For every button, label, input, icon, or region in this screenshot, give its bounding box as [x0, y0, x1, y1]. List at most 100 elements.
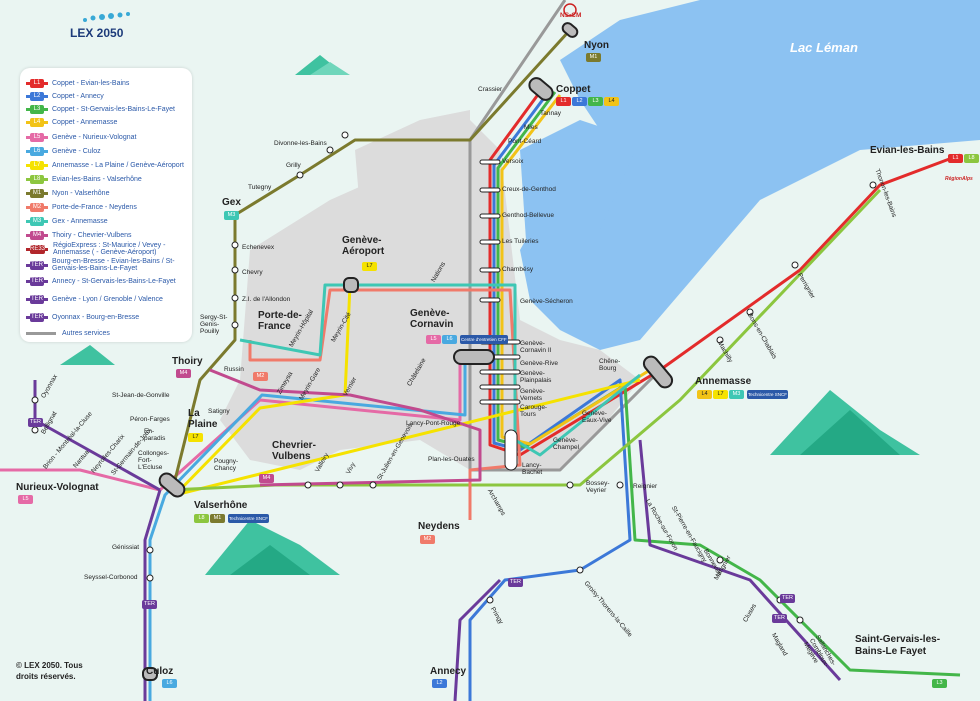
- line-badge: M1: [586, 53, 601, 62]
- line-L8: [169, 188, 882, 492]
- line-L6: [148, 350, 467, 701]
- line-badge: M4: [176, 369, 191, 378]
- depot-badge: Centre d'entretien CFF: [460, 335, 508, 344]
- line-badge: L1: [948, 154, 963, 163]
- station-label: Seyssel-Corbonod: [84, 574, 138, 581]
- station-label: Pont-Céard: [508, 138, 542, 145]
- station-label: Satigny: [208, 408, 230, 415]
- line-badge: L6: [442, 335, 457, 344]
- station-label: Versoix: [502, 158, 524, 165]
- legend-line-badge: L5: [30, 132, 44, 142]
- legend-item-label: Annemasse - La Plaine / Genève-Aéroport: [52, 161, 184, 169]
- city-label: Valserhône: [194, 500, 248, 511]
- legend-item-label: RégioExpress : St-Maurice / Vevey - Anne…: [53, 242, 166, 256]
- line-badge: L2: [432, 679, 447, 688]
- line-M2: [248, 288, 522, 520]
- city-label: Evian-les-Bains: [870, 145, 945, 156]
- brand-name: LEX 2050: [70, 26, 124, 40]
- legend-item-label: Coppet - Annemasse: [52, 118, 118, 126]
- mountain-icon: [60, 345, 115, 365]
- legend-item-label: Porte-de-France - Neydens: [52, 203, 137, 211]
- station-label: Lancy-Bachet: [522, 462, 543, 476]
- line-badge: M4: [259, 474, 274, 483]
- station-label: Creux-de-Genthod: [502, 186, 556, 193]
- lake-name: Lac Léman: [790, 40, 858, 55]
- mountain-icon: [770, 390, 920, 455]
- legend-item: Autres services: [26, 326, 110, 340]
- station-label: Génissiat: [112, 544, 140, 551]
- legend-line-badge: RE33: [30, 244, 46, 254]
- line-badge: L5: [426, 335, 441, 344]
- line-badge: L7: [713, 390, 728, 399]
- mountain-icon: [295, 55, 350, 75]
- line-badge: L5: [18, 495, 33, 504]
- line-L4: [500, 94, 651, 446]
- station-label: Chambésy: [502, 266, 534, 273]
- line-L3: [496, 91, 961, 677]
- line-badge: L7: [362, 262, 377, 271]
- city-label: Genève-Aéroport: [342, 235, 385, 257]
- legend-line-badge: M1: [30, 188, 44, 198]
- line-badge: L8: [964, 154, 979, 163]
- ter-badge: TER: [772, 614, 787, 623]
- line-badge: M3: [224, 211, 239, 220]
- legend-line-swatch: [26, 331, 56, 335]
- legend-line-badge: L8: [30, 174, 44, 184]
- hub-markers: [142, 22, 674, 681]
- line-badge: M2: [253, 372, 268, 381]
- legend-item-label: Thoiry - Chevrier-Vulbens: [52, 231, 132, 239]
- line-M3: [239, 283, 641, 457]
- ter-badge: TER: [508, 578, 523, 587]
- city-label: Culoz: [146, 666, 174, 677]
- line-badge: L6: [162, 679, 177, 688]
- city-label: Saint-Gervais-les-Bains-Le Fayet: [855, 634, 941, 657]
- line-L1: [488, 84, 961, 457]
- station-label: Péron-Farges: [130, 416, 170, 423]
- city-label: Porte-de-France: [258, 310, 302, 332]
- legend-item: M2 Porte-de-France - Neydens: [26, 200, 137, 214]
- line-badge: L3: [588, 97, 603, 106]
- station-label: Grilly: [286, 162, 301, 169]
- station-label: Chevry: [242, 269, 263, 276]
- line-badge: M1: [210, 514, 225, 523]
- line-badge: L3: [932, 679, 947, 688]
- city-label: Annecy: [430, 666, 467, 677]
- station-label: Crassier: [478, 86, 503, 93]
- legend-item-label: Nyon - Valserhône: [52, 189, 110, 197]
- ns-logo-icon: [563, 3, 577, 17]
- line-L5: [0, 350, 462, 492]
- legend-item-label: Autres services: [62, 329, 110, 337]
- station-label: Collonges-Fort-L'Ecluse: [138, 450, 170, 471]
- legend-line-badge: TER: [30, 294, 44, 304]
- station-label: Sergy-St-Genis-Pouilly: [200, 314, 228, 335]
- legend-line-badge: L3: [30, 104, 44, 114]
- legend-line-badge: TER: [30, 312, 44, 322]
- legend-line-badge: M2: [30, 202, 44, 212]
- mountain-icon: [205, 520, 340, 575]
- city-label: Chevrier-Vulbens: [272, 440, 316, 462]
- line-badge: L7: [188, 433, 203, 442]
- urban-area-north: [355, 110, 470, 230]
- legend-item: RE33 RégioExpress : St-Maurice / Vevey - …: [26, 242, 179, 256]
- station-label: Genève-Champel: [553, 437, 580, 451]
- copyright-text: © LEX 2050. Tous droits réservés.: [16, 661, 83, 681]
- line-badge: M2: [420, 535, 435, 544]
- station-label: Russin: [224, 366, 244, 373]
- station-label: Echenevex: [242, 244, 275, 251]
- station-label: Bossey-Veyrier: [586, 480, 610, 494]
- city-label: Neydens: [418, 521, 460, 532]
- urban-area: [220, 120, 640, 470]
- station-label: Genève-Eaux-Vive: [582, 410, 612, 424]
- legend-item-label: Gex - Annemasse: [52, 217, 108, 225]
- legend-item-label: Coppet - Annecy: [52, 92, 104, 100]
- lake-leman: [520, 0, 980, 350]
